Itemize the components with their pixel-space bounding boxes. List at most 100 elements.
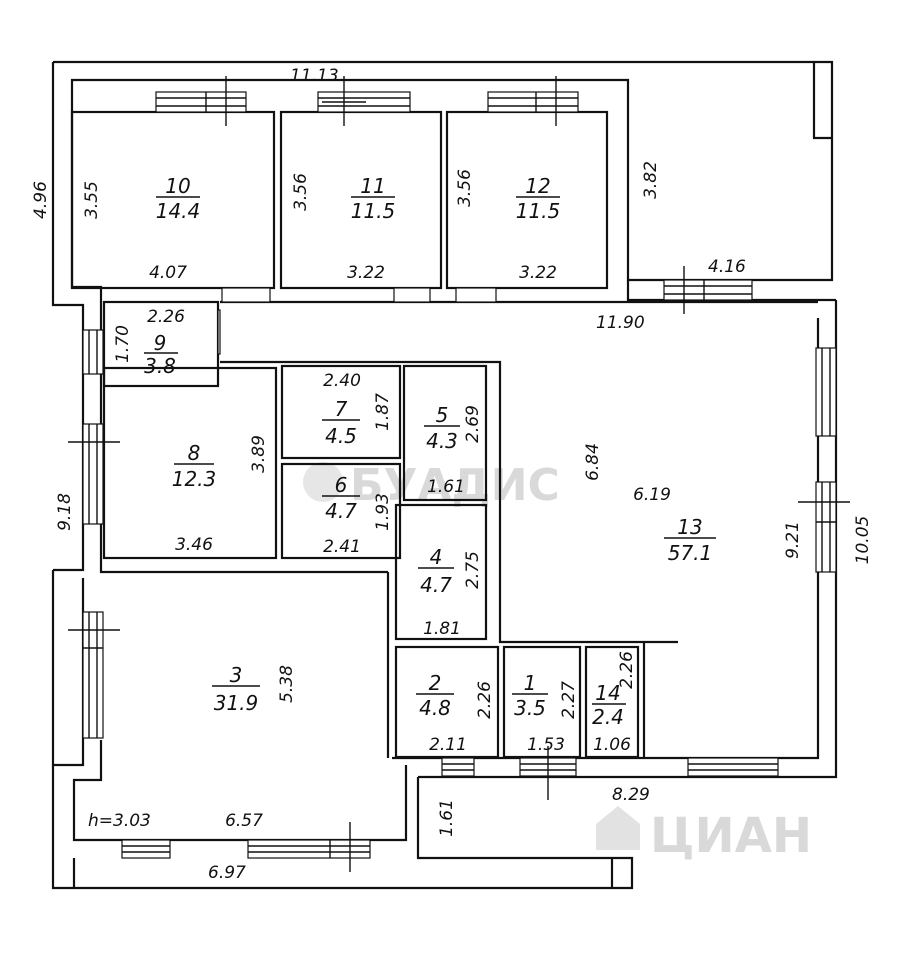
room-11-area: 11.5 (351, 199, 396, 223)
dim-bottom-left: 6.97 (208, 863, 246, 883)
room-3-area: 31.9 (214, 691, 259, 715)
room-7: 7 4.5 1.87 2.40 (322, 371, 393, 448)
watermark-top-text: БУАДИС (350, 460, 560, 511)
room-7-dim-w: 2.40 (323, 371, 361, 391)
room-8-number: 8 (188, 441, 201, 465)
room-9-area: 3.8 (144, 354, 176, 378)
room-12-dim-w: 3.22 (519, 263, 557, 283)
room-6-dim-h: 1.93 (373, 493, 393, 531)
watermark-bottom-text: ЦИАН (650, 808, 812, 864)
window-room-12 (487, 76, 579, 126)
room-14-dim-w: 1.06 (593, 735, 631, 755)
room-13-dim-w: 6.19 (633, 485, 671, 505)
room-3: 3 31.9 5.38 6.57 (212, 663, 297, 831)
room-9-dim-w: 2.26 (147, 307, 185, 327)
window-room-3-small (121, 839, 171, 859)
room-2-area: 4.8 (419, 696, 451, 720)
room-14: 14 2.4 2.26 1.06 (592, 651, 637, 755)
room-2-number: 2 (429, 671, 442, 695)
room-4-dim-h: 2.75 (463, 551, 483, 589)
room-4-dim-w: 1.81 (423, 619, 461, 639)
room-12-dim-h: 3.56 (455, 169, 475, 207)
window-room-9 (82, 329, 104, 375)
window-corridor-top (663, 266, 753, 314)
room-13: 13 57.1 6.84 6.19 (583, 443, 716, 565)
window-room-3-large (247, 822, 371, 872)
room-11: 11 11.5 3.56 3.22 (291, 173, 395, 283)
dim-bottom-right: 8.29 (612, 785, 650, 805)
room-10: 10 14.4 3.55 4.07 (82, 174, 200, 283)
outer-walls (51, 60, 838, 890)
room-12-number: 12 (525, 174, 550, 198)
window-room-8 (68, 423, 120, 525)
room-2: 2 4.8 2.26 2.11 (416, 671, 495, 755)
outer-dimensions: 11.13 4.96 9.18 10.05 9.21 3.82 4.16 11.… (31, 66, 873, 883)
window-room-13-lower (798, 481, 850, 573)
window-room-11 (317, 76, 411, 126)
room-14-area: 2.4 (592, 705, 624, 729)
window-room-2 (441, 757, 475, 777)
ceiling-height: h=3.03 (88, 811, 151, 831)
room-12-area: 11.5 (516, 199, 561, 223)
room-11-dim-w: 3.22 (347, 263, 385, 283)
room-5-dim-h: 2.69 (463, 405, 483, 443)
window-room-13-bottom (687, 757, 779, 777)
room-9: 9 3.8 1.70 2.26 (113, 307, 185, 378)
room-13-dim-h: 6.84 (583, 443, 603, 481)
watermark-top: БУАДИС (303, 460, 560, 511)
watermark-bottom: ЦИАН (596, 806, 812, 864)
room-5: 5 4.3 2.69 1.61 (424, 403, 483, 497)
room-3-dim-h: 5.38 (277, 665, 297, 703)
room-1-dim-w: 1.53 (527, 735, 565, 755)
dim-bottom-step: 1.61 (437, 799, 457, 837)
room-10-dim-w: 4.07 (149, 263, 187, 283)
window-room-3 (68, 611, 120, 739)
dim-left: 4.96 (31, 181, 51, 219)
room-13-number: 13 (677, 515, 702, 539)
room-7-number: 7 (335, 397, 348, 421)
room-8: 8 12.3 3.89 3.46 (172, 435, 269, 555)
room-4: 4 4.7 2.75 1.81 (418, 545, 483, 639)
room-8-area: 12.3 (172, 467, 217, 491)
room-9-dim-h: 1.70 (113, 325, 133, 363)
room-3-dim-w: 6.57 (225, 811, 263, 831)
room-2-dim-w: 2.11 (429, 735, 467, 755)
room-10-dim-h: 3.55 (82, 181, 102, 219)
window-room-13-upper (815, 347, 837, 437)
dim-right-top: 3.82 (641, 161, 661, 199)
room-5-area: 4.3 (426, 429, 458, 453)
room-1-dim-h: 2.27 (559, 681, 579, 719)
room-10-number: 10 (165, 174, 190, 198)
dim-right-inner: 9.21 (783, 521, 803, 559)
room-4-number: 4 (430, 545, 443, 569)
room-walls (70, 110, 678, 759)
room-7-area: 4.5 (325, 424, 357, 448)
room-5-dim-w: 1.61 (427, 477, 465, 497)
room-1: 1 3.5 2.27 1.53 (512, 671, 579, 755)
room-7-dim-h: 1.87 (373, 393, 393, 431)
window-room-10 (155, 76, 247, 126)
room-12: 12 11.5 3.56 3.22 (455, 169, 560, 283)
room-6-area: 4.7 (325, 499, 357, 523)
dim-right-outer: 10.05 (853, 516, 873, 565)
room-11-number: 11 (360, 174, 385, 198)
dim-corridor: 11.90 (596, 313, 645, 333)
room-2-dim-h: 2.26 (475, 681, 495, 719)
room-9-number: 9 (154, 331, 167, 355)
windows (68, 76, 850, 872)
room-11-dim-h: 3.56 (291, 173, 311, 211)
room-13-area: 57.1 (668, 541, 713, 565)
room-6-dim-w: 2.41 (323, 537, 361, 557)
room-8-dim-h: 3.89 (249, 435, 269, 473)
room-1-number: 1 (524, 671, 537, 695)
room-6-number: 6 (335, 473, 348, 497)
room-10-area: 14.4 (156, 199, 201, 223)
window-room-1 (519, 746, 577, 800)
room-8-dim-w: 3.46 (175, 535, 213, 555)
dim-top: 11.13 (290, 66, 339, 86)
room-4-area: 4.7 (420, 573, 452, 597)
room-3-number: 3 (230, 663, 243, 687)
dim-right-top-width: 4.16 (708, 257, 746, 277)
room-5-number: 5 (436, 403, 449, 427)
